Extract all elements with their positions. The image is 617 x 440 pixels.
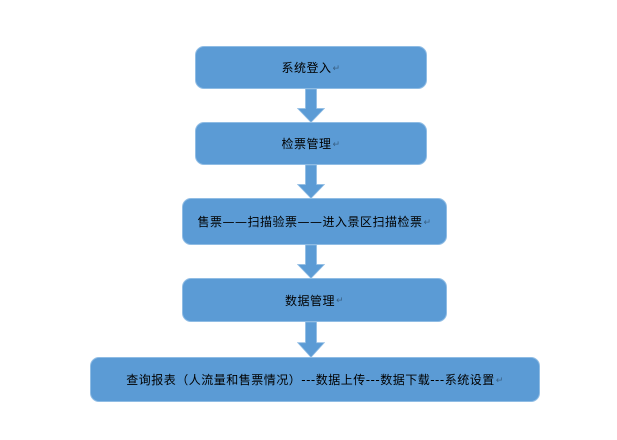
flow-node-label: 查询报表（人流量和售票情况）---数据上传---数据下载---系统设置 <box>126 373 495 387</box>
flow-node-label: 检票管理 <box>281 137 332 151</box>
paragraph-mark-icon: ↵ <box>495 375 504 386</box>
flow-node-ticket-check-mgmt: 检票管理↵ <box>195 122 427 165</box>
paragraph-mark-icon: ↵ <box>332 139 341 150</box>
flow-down-arrow-icon <box>297 165 325 199</box>
flow-node-reports-settings: 查询报表（人流量和售票情况）---数据上传---数据下载---系统设置↵ <box>90 357 540 402</box>
flow-node-label: 售票——扫描验票——进入景区扫描检票 <box>197 215 423 229</box>
paragraph-mark-icon: ↵ <box>335 296 345 306</box>
flow-node-ticket-flow: 售票——扫描验票——进入景区扫描检票↵ <box>182 198 447 245</box>
flow-down-arrow-icon <box>297 89 325 123</box>
flow-node-data-mgmt: 数据管理↵ <box>182 278 447 322</box>
paragraph-mark-icon: ↵ <box>332 63 341 74</box>
paragraph-mark-icon: ↵ <box>423 217 432 228</box>
flow-node-system-login: 系统登入↵ <box>195 46 427 89</box>
flow-down-arrow-icon <box>297 322 325 358</box>
flow-down-arrow-icon <box>297 245 325 279</box>
flow-node-label: 系统登入 <box>281 61 332 75</box>
flow-node-label: 数据管理 <box>284 293 335 308</box>
